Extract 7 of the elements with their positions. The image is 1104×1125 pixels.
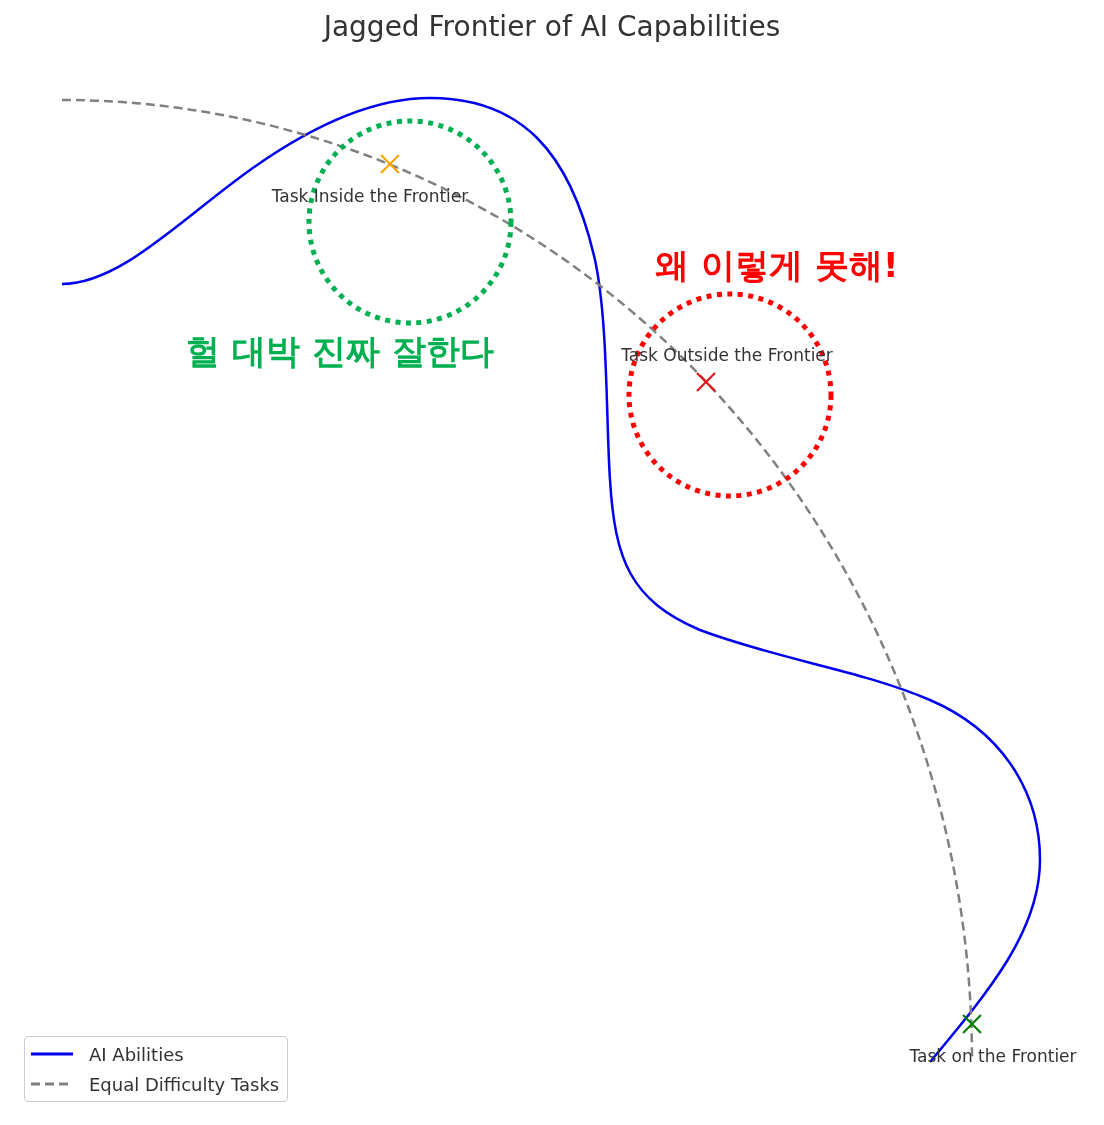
reaction-text: 헐 대박 진짜 잘한다 <box>186 332 494 372</box>
legend-label: Equal Difficulty Tasks <box>89 1073 280 1095</box>
reaction-text: 왜 이렇게 못해! <box>655 246 899 286</box>
chart-title: Jagged Frontier of AI Capabilities <box>323 10 781 44</box>
annotation-text: Task Inside the Frontier <box>271 187 469 207</box>
annotation-text: Task Outside the Frontier <box>621 346 833 366</box>
legend-label: AI Abilities <box>89 1043 184 1065</box>
